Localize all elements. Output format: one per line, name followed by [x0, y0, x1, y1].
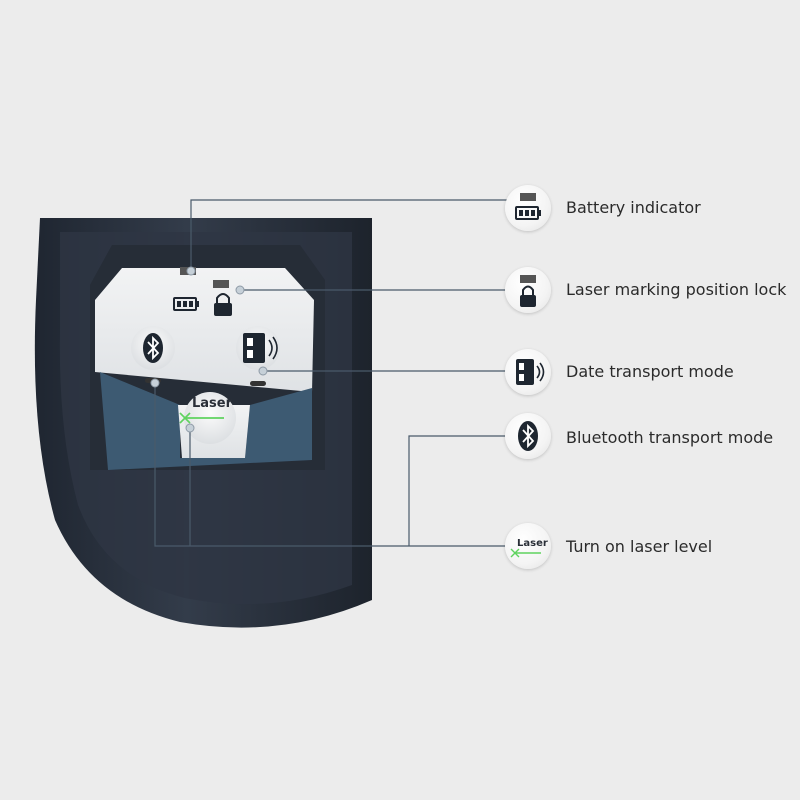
- bluetooth-icon: [147, 335, 160, 361]
- lock-callout-icon: [505, 267, 551, 313]
- bluetooth-label: Bluetooth transport mode: [566, 428, 774, 447]
- lock-led: [213, 280, 229, 288]
- leader-dots: [150, 266, 268, 433]
- laser-button[interactable]: [179, 392, 236, 444]
- lock-icon: [214, 293, 232, 316]
- data-transport-label: Date transport mode: [566, 362, 734, 381]
- bluetooth-callout-icon: [505, 413, 551, 459]
- battery-indicator-label: Battery indicator: [566, 198, 701, 217]
- leader-lines: [154, 199, 508, 547]
- laser-level-label: Turn on laser level: [566, 537, 713, 556]
- battery-icon: [173, 297, 199, 311]
- lock-label: Laser marking position lock: [566, 280, 787, 299]
- bluetooth-button[interactable]: [131, 326, 175, 383]
- battery-callout-icon: [505, 185, 551, 231]
- laser-callout-icon: Laser: [505, 523, 551, 569]
- panel-laser-label: Laser: [192, 396, 233, 411]
- data-transport-button[interactable]: [236, 326, 280, 386]
- panel-accent: [100, 372, 312, 470]
- data-transfer-icon: [243, 333, 278, 363]
- data-transport-callout-icon: [505, 349, 551, 395]
- laser-callout-text: Laser: [517, 538, 548, 549]
